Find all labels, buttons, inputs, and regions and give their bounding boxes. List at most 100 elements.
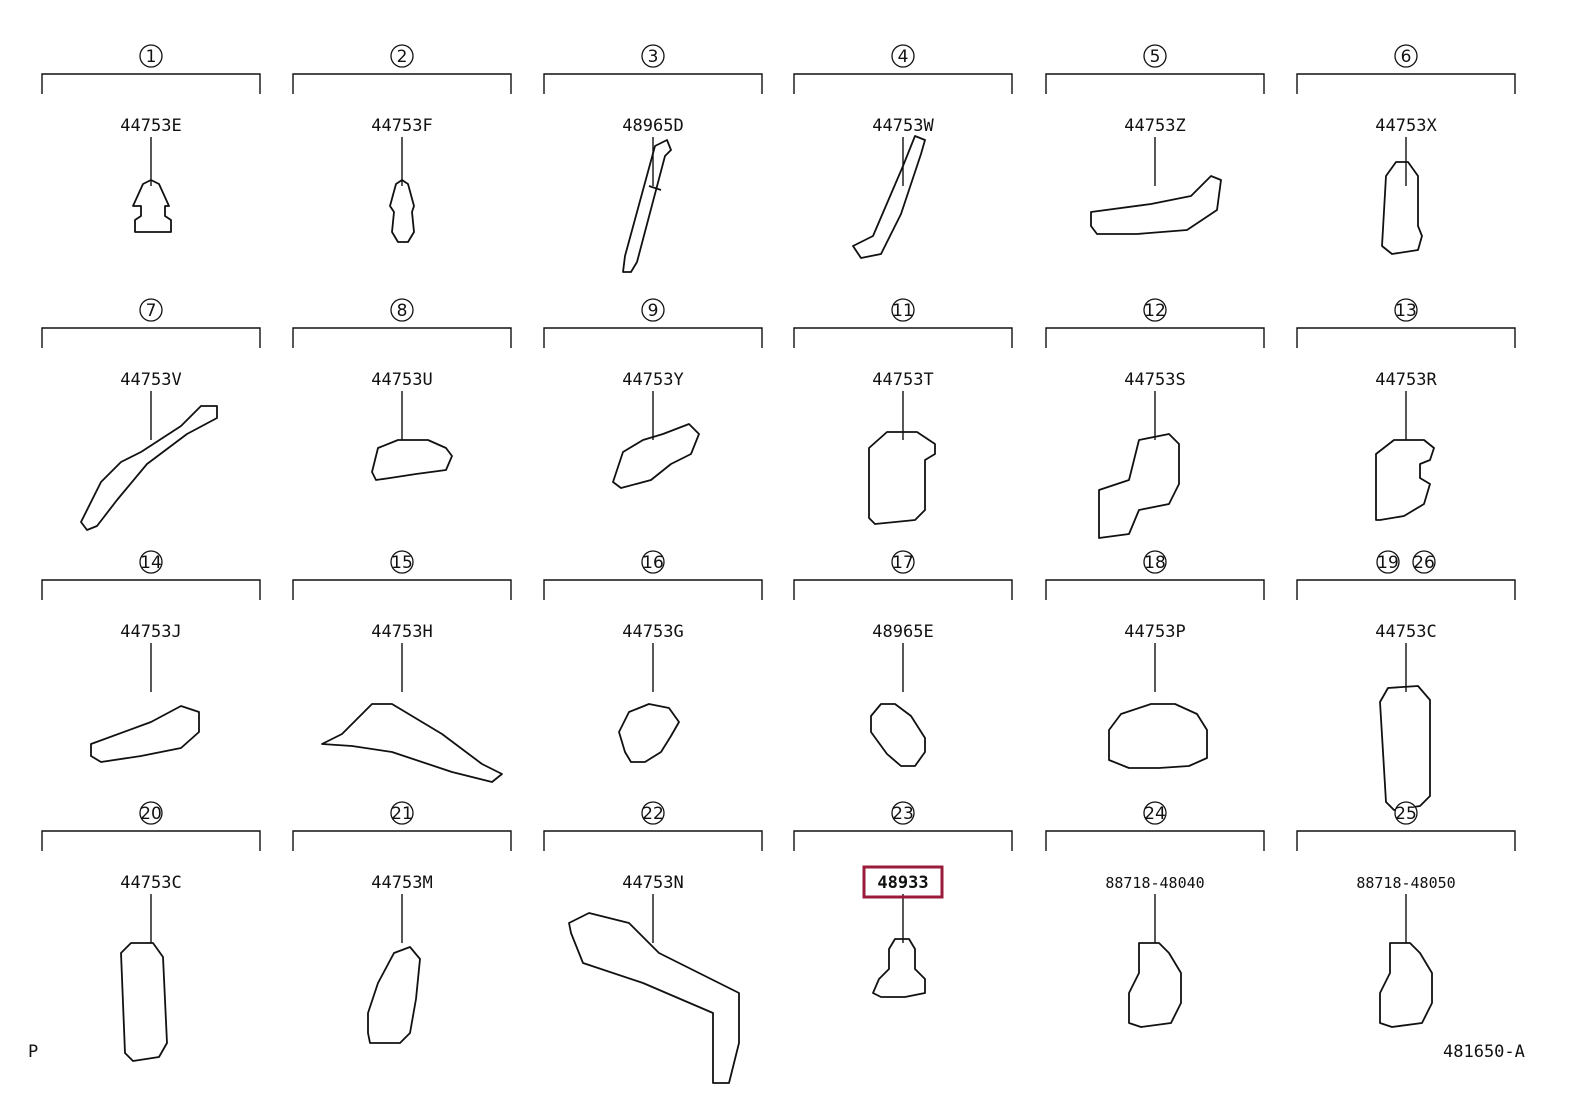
- part-cell-4[interactable]: 4 44753W: [793, 44, 1013, 259]
- ref-number-circle: [139, 550, 163, 574]
- group-bracket: [1045, 327, 1265, 348]
- group-bracket: [292, 327, 512, 348]
- ref-number: 1: [146, 47, 157, 67]
- part-number-label[interactable]: 44753J: [120, 622, 181, 642]
- group-bracket: [793, 830, 1013, 851]
- ref-number-circle: [641, 550, 665, 574]
- ref-number-circle: [1394, 298, 1418, 322]
- part-drawing: [132, 179, 172, 233]
- group-bracket: [1045, 579, 1265, 600]
- part-drawing: [872, 938, 926, 998]
- ref-number-circle: [139, 44, 163, 68]
- part-drawing: [90, 705, 200, 763]
- part-drawing: [1108, 703, 1208, 769]
- part-drawing: [612, 423, 700, 489]
- part-number-label[interactable]: 48933: [877, 873, 928, 893]
- ref-number-circle: [1394, 801, 1418, 825]
- ref-number-circle: [891, 801, 915, 825]
- ref-number: 26: [1413, 553, 1435, 573]
- ref-number-circle: [390, 801, 414, 825]
- part-cell-5[interactable]: 5 44753Z: [1045, 44, 1265, 235]
- group-bracket: [292, 73, 512, 94]
- part-number-label[interactable]: 88718-48040: [1105, 874, 1204, 892]
- part-number-label[interactable]: 44753V: [120, 370, 181, 390]
- ref-number: 4: [898, 47, 909, 67]
- ref-number: 17: [892, 553, 914, 573]
- ref-number: 20: [140, 804, 162, 824]
- part-cell-14[interactable]: 14 44753J: [41, 550, 261, 763]
- part-number-label[interactable]: 44753C: [1375, 622, 1436, 642]
- part-number-label[interactable]: 48965E: [872, 622, 933, 642]
- group-bracket: [1296, 579, 1516, 600]
- part-number-label[interactable]: 44753E: [120, 116, 181, 136]
- ref-number-circle: [1394, 44, 1418, 68]
- part-cell-19[interactable]: 19 26 44753C: [1296, 550, 1516, 811]
- ref-number: 12: [1144, 301, 1166, 321]
- group-bracket: [1296, 327, 1516, 348]
- page-code: P: [28, 1042, 39, 1062]
- group-bracket: [41, 579, 261, 600]
- part-cell-17[interactable]: 17 48965E: [793, 550, 1013, 767]
- group-bracket: [793, 327, 1013, 348]
- group-bracket: [292, 830, 512, 851]
- diagram-code: 481650-A: [1443, 1042, 1525, 1062]
- part-number-label[interactable]: 44753H: [371, 622, 432, 642]
- part-number-label[interactable]: 88718-48050: [1356, 874, 1455, 892]
- part-number-label[interactable]: 44753P: [1124, 622, 1185, 642]
- part-cell-15[interactable]: 15 44753H: [292, 550, 512, 783]
- part-number-label[interactable]: 44753U: [371, 370, 432, 390]
- ref-number: 5: [1150, 47, 1161, 67]
- group-bracket: [1296, 73, 1516, 94]
- ref-number: 14: [140, 553, 162, 573]
- part-number-label[interactable]: 44753C: [120, 873, 181, 893]
- part-drawing: [1381, 161, 1423, 255]
- ref-number: 15: [391, 553, 413, 573]
- part-number-label[interactable]: 44753Y: [622, 370, 683, 390]
- part-number-label[interactable]: 44753G: [622, 622, 683, 642]
- ref-number-circle: [390, 298, 414, 322]
- part-number-label[interactable]: 48965D: [622, 116, 683, 136]
- part-number-label[interactable]: 44753X: [1375, 116, 1437, 136]
- ref-number-circle: [1143, 44, 1167, 68]
- group-bracket: [1045, 830, 1265, 851]
- part-number-label[interactable]: 44753F: [371, 116, 432, 136]
- part-number-label[interactable]: 44753R: [1375, 370, 1437, 390]
- ref-number: 19: [1377, 553, 1399, 573]
- part-number-label[interactable]: 44753Z: [1124, 116, 1185, 136]
- part-cell-12[interactable]: 12 44753S: [1045, 298, 1265, 539]
- part-number-label[interactable]: 44753N: [622, 873, 683, 893]
- ref-number-circle: [390, 550, 414, 574]
- ref-number-circle: [1143, 298, 1167, 322]
- ref-number-circle: [891, 550, 915, 574]
- part-cell-20[interactable]: 20 44753C: [41, 801, 261, 1062]
- part-drawing: [1379, 685, 1431, 811]
- part-drawing: [870, 703, 926, 767]
- part-number-label[interactable]: 44753W: [872, 116, 934, 136]
- part-drawing: [568, 912, 740, 1084]
- part-number-label[interactable]: 44753T: [872, 370, 933, 390]
- part-number-label[interactable]: 44753M: [371, 873, 432, 893]
- part-cell-1[interactable]: 1 44753E: [41, 44, 261, 233]
- part-drawing: [1098, 433, 1180, 539]
- group-bracket: [543, 579, 763, 600]
- part-number-label[interactable]: 44753S: [1124, 370, 1185, 390]
- part-drawing: [371, 439, 453, 481]
- part-drawing: [389, 179, 415, 243]
